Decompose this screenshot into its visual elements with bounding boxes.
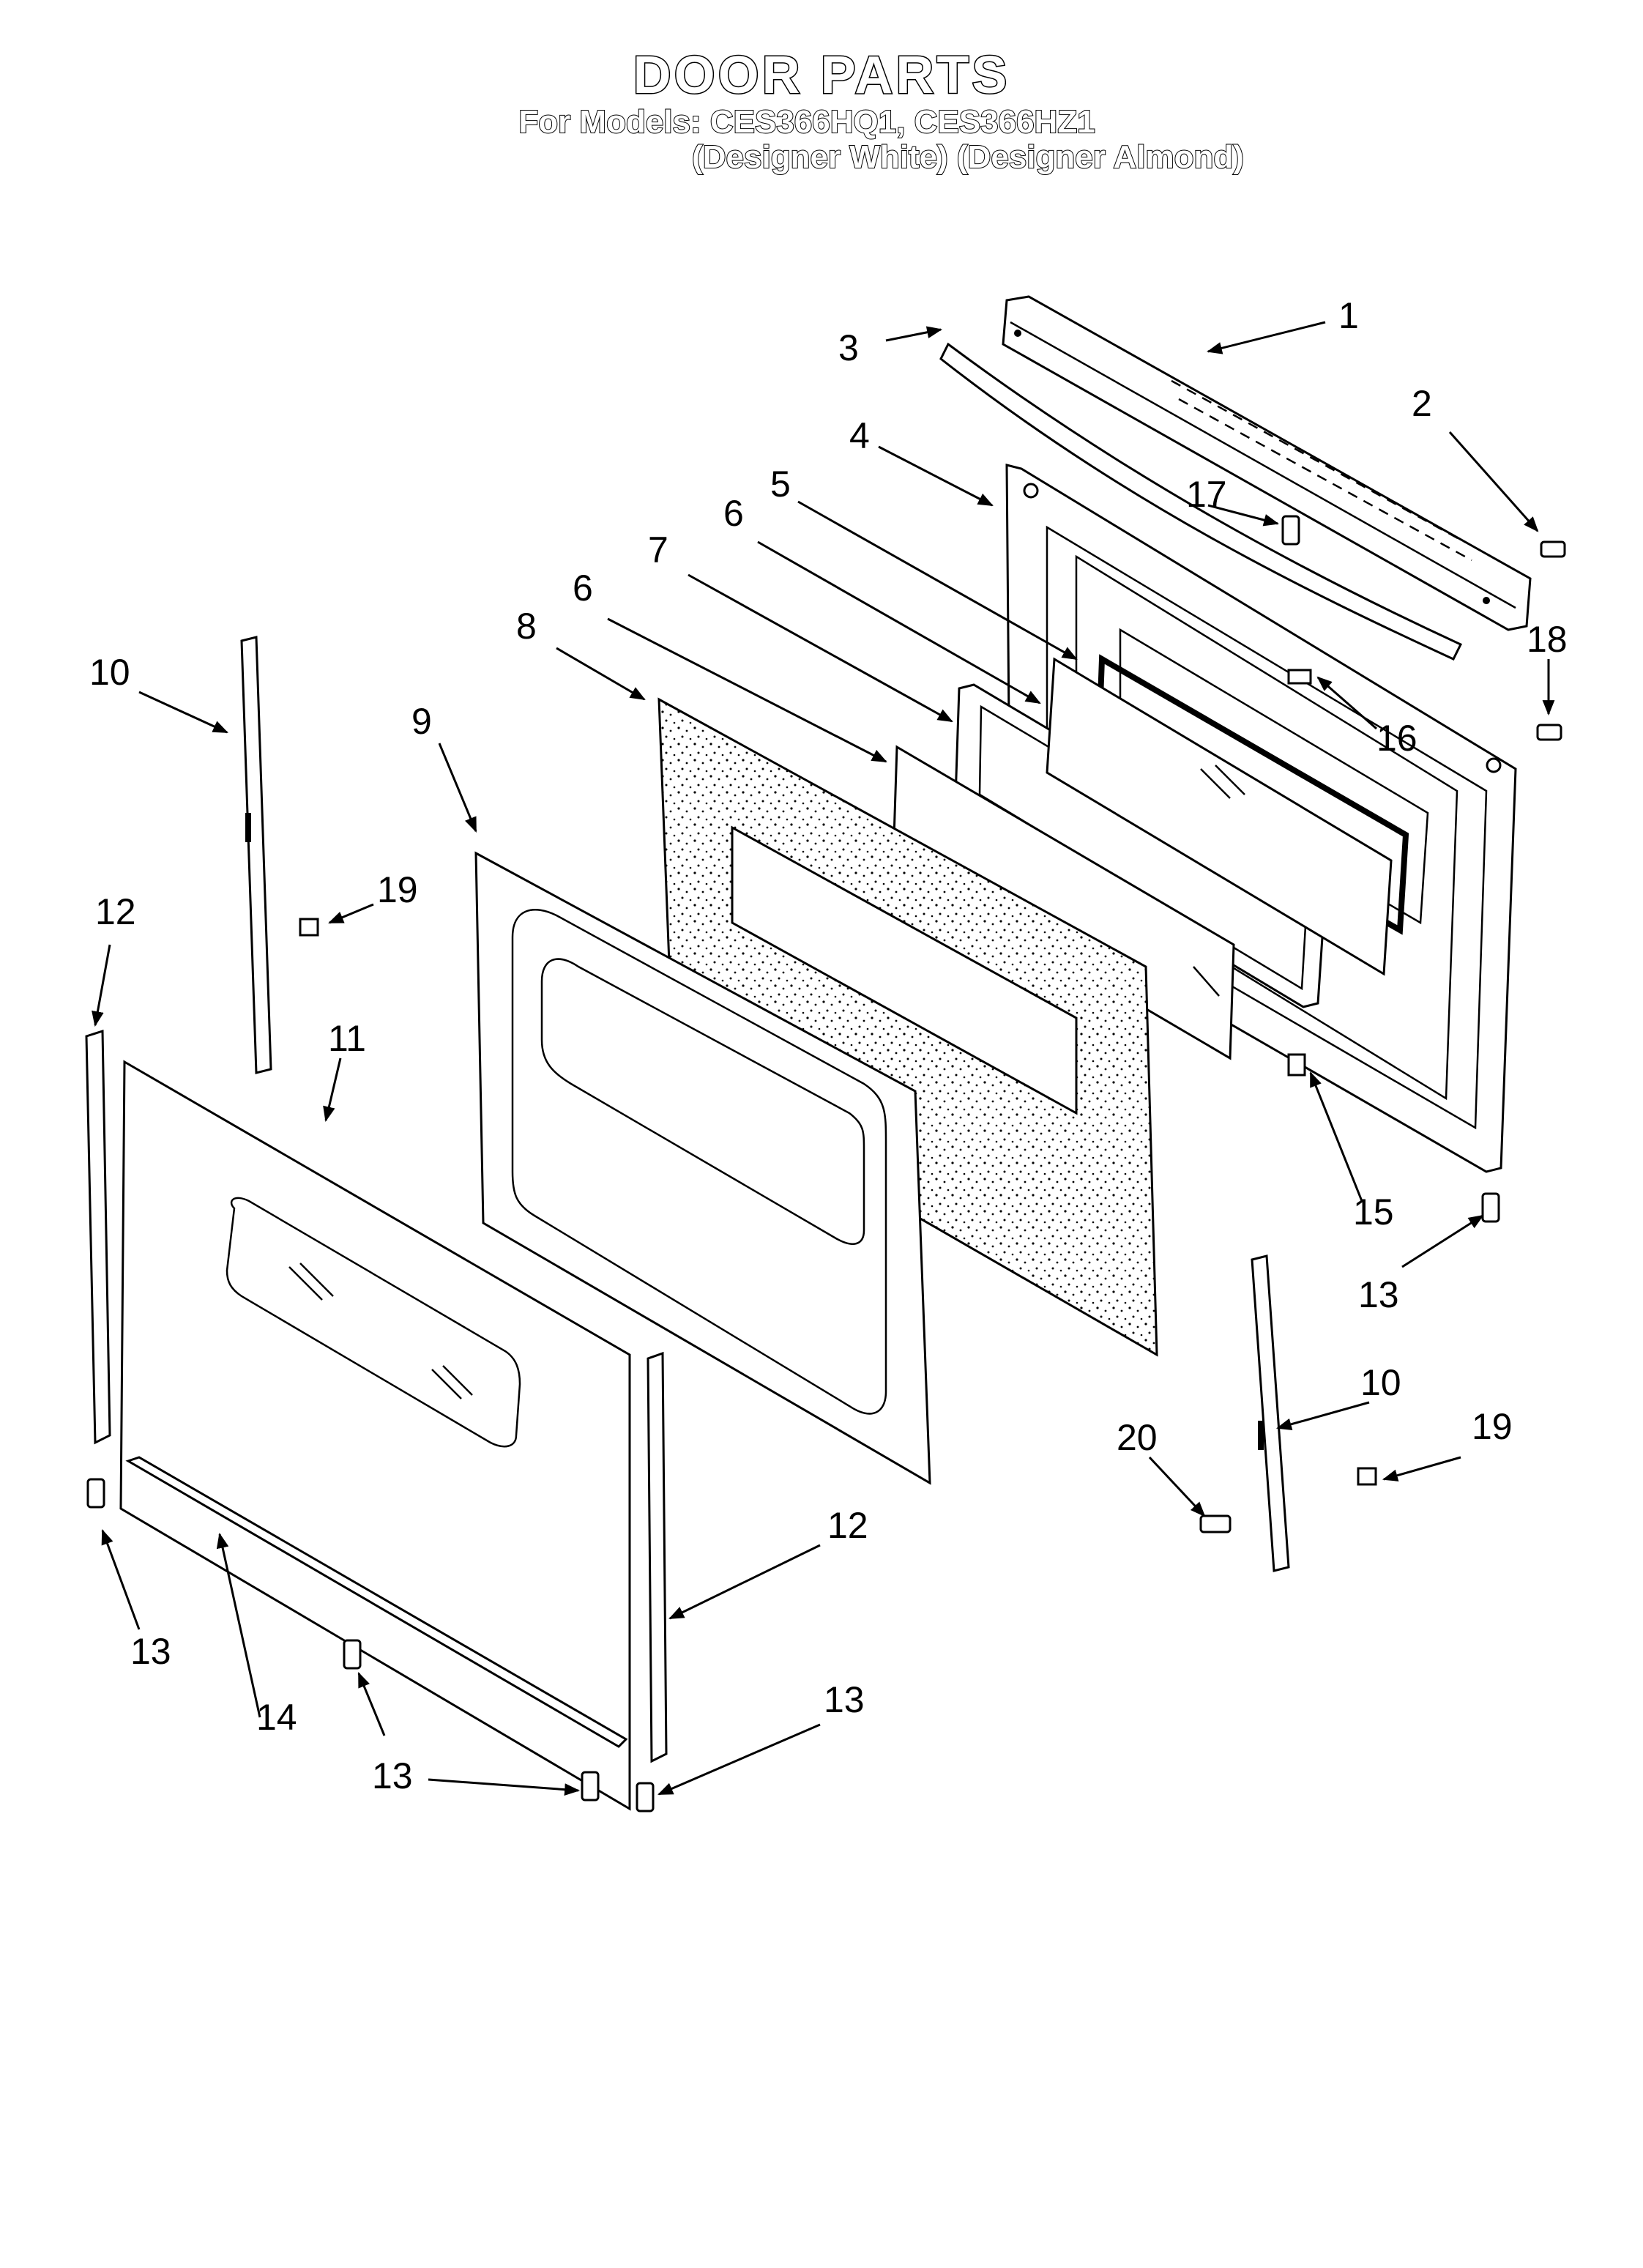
- callout-1: 1: [1338, 295, 1359, 336]
- control-panel-bar: [1002, 295, 1532, 631]
- callout-7: 7: [648, 529, 668, 570]
- screw-17: [1281, 515, 1300, 546]
- callout-14: 14: [256, 1697, 297, 1738]
- screw-13-d: [636, 1782, 655, 1812]
- bottom-trim: [125, 1456, 628, 1748]
- hinge-bracket-left: [240, 636, 272, 1074]
- callout-4: 4: [849, 415, 870, 456]
- screw-18: [1536, 724, 1562, 741]
- door-handle: [939, 342, 1463, 661]
- variants-line: (Designer White) (Designer Almond): [691, 138, 1245, 176]
- callout-17: 17: [1186, 474, 1227, 515]
- callout-2: 2: [1412, 383, 1432, 424]
- callout-13-center: 13: [372, 1755, 413, 1796]
- window-glass-lower: [892, 745, 1235, 1060]
- clip-19-left: [299, 918, 319, 937]
- callout-6-upper: 6: [723, 493, 744, 534]
- screw-2: [1540, 540, 1566, 558]
- callout-5: 5: [770, 464, 791, 505]
- callout-16: 16: [1376, 718, 1417, 759]
- callout-11: 11: [328, 1018, 366, 1059]
- models-line: For Models: CES366HQ1, CES366HZ1: [518, 103, 1095, 141]
- screw-13-b: [343, 1639, 362, 1670]
- side-trim-right: [647, 1351, 668, 1763]
- callout-3: 3: [838, 327, 859, 368]
- callout-12-left: 12: [95, 891, 136, 932]
- screw-20: [1199, 1514, 1232, 1533]
- screw-13-c: [581, 1771, 600, 1802]
- callout-15: 15: [1353, 1191, 1394, 1232]
- callout-18: 18: [1527, 619, 1568, 660]
- callout-12-right: 12: [827, 1505, 868, 1546]
- callout-8: 8: [516, 606, 537, 647]
- hinge-bracket-right: [1251, 1254, 1290, 1572]
- callout-13-left: 13: [130, 1631, 171, 1672]
- leader-lines: [92, 321, 1555, 1796]
- door-liner: [474, 851, 931, 1485]
- screw-13-a: [86, 1478, 105, 1509]
- callout-9: 9: [411, 701, 432, 742]
- callout-6-lower: 6: [573, 568, 593, 609]
- clip-19-right: [1357, 1467, 1377, 1486]
- clip-16: [1287, 669, 1312, 685]
- callout-10-left: 10: [89, 652, 130, 693]
- side-trim-left: [85, 1029, 111, 1445]
- page-title: DOOR PARTS: [632, 45, 1010, 106]
- callout-19-left: 19: [377, 869, 418, 910]
- outer-door-panel: [119, 1060, 631, 1811]
- clip-15: [1287, 1053, 1306, 1077]
- door-insulation: [657, 697, 1158, 1357]
- callout-19-right: 19: [1472, 1406, 1513, 1447]
- callout-20: 20: [1117, 1417, 1158, 1458]
- callout-10-right: 10: [1360, 1362, 1401, 1403]
- screw-13-e: [1481, 1192, 1500, 1223]
- callout-13-bottom-right: 13: [824, 1679, 865, 1720]
- window-glass-upper: [1046, 657, 1393, 976]
- callout-13-right: 13: [1358, 1274, 1399, 1315]
